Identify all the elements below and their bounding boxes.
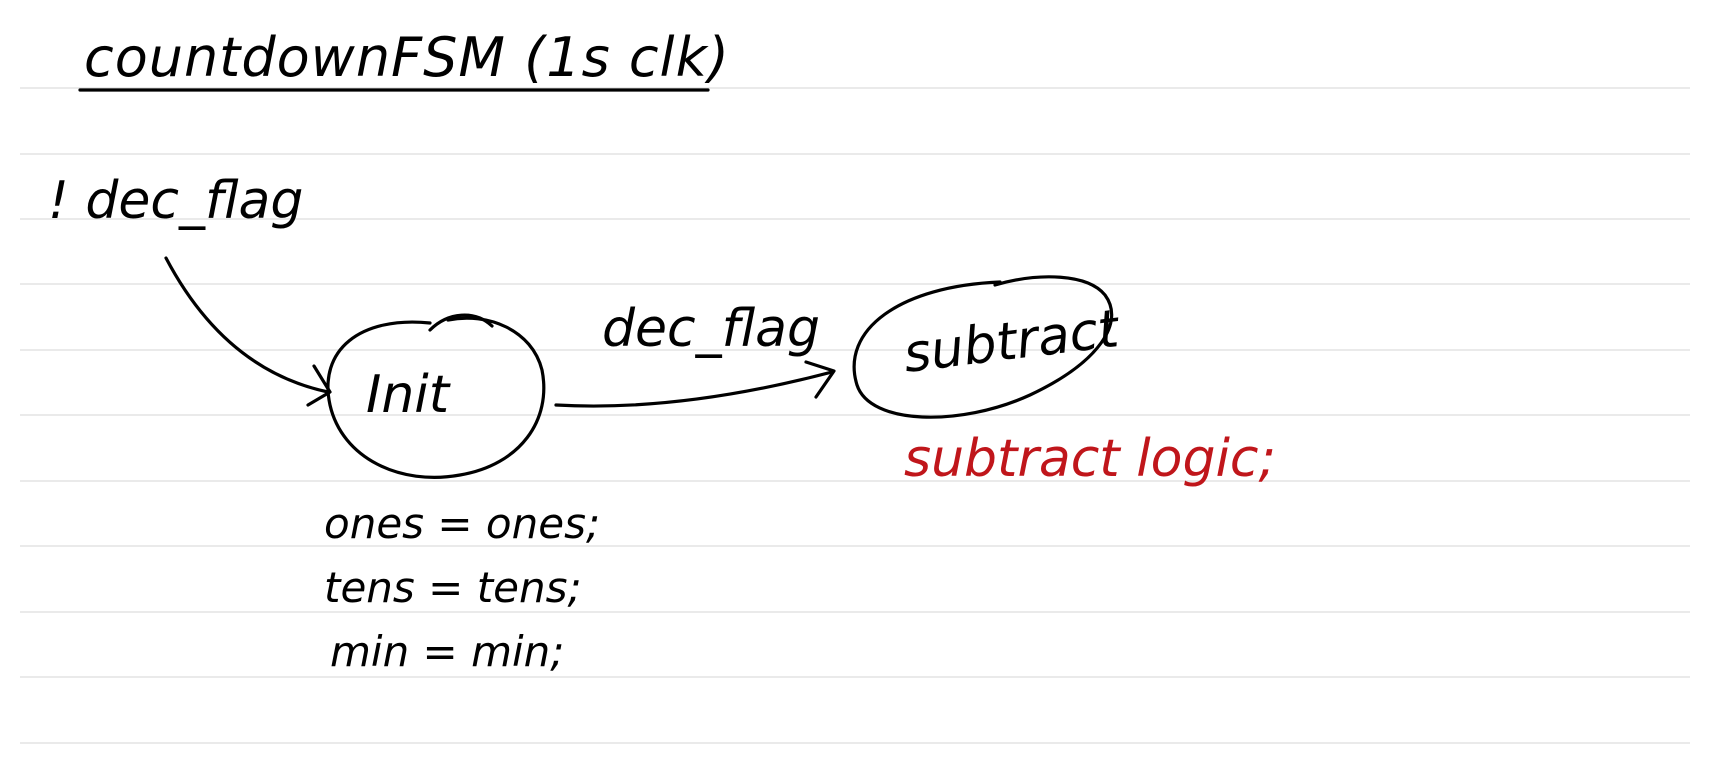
reset-arrow xyxy=(164,256,330,394)
dec-flag-transition-label: dec_flag xyxy=(602,299,820,359)
init-action-min: min = min; xyxy=(330,627,564,676)
state-init-label: Init xyxy=(366,365,451,425)
reset-transition-label: ! dec_flag xyxy=(48,171,303,231)
state-init-circle-overlap xyxy=(428,313,494,332)
init-to-subtract-arrow xyxy=(554,370,834,408)
ruled-lines xyxy=(20,87,1690,744)
reset-arrowhead xyxy=(306,364,332,407)
state-subtract-ellipse xyxy=(852,275,1114,419)
state-init-circle xyxy=(326,316,546,479)
init-action-tens: tens = tens; xyxy=(324,563,582,612)
state-subtract-label: subtract xyxy=(900,299,1123,385)
diagram-title: countdownFSM (1s clk) xyxy=(84,26,730,89)
state-init: Init xyxy=(326,313,546,479)
state-subtract: subtract xyxy=(852,275,1123,419)
init-to-subtract-arrowhead xyxy=(804,360,836,399)
subtract-logic-note: subtract logic; xyxy=(904,429,1276,489)
init-action-ones: ones = ones; xyxy=(324,499,600,548)
init-actions: ones = ones; tens = tens; min = min; xyxy=(324,499,600,676)
